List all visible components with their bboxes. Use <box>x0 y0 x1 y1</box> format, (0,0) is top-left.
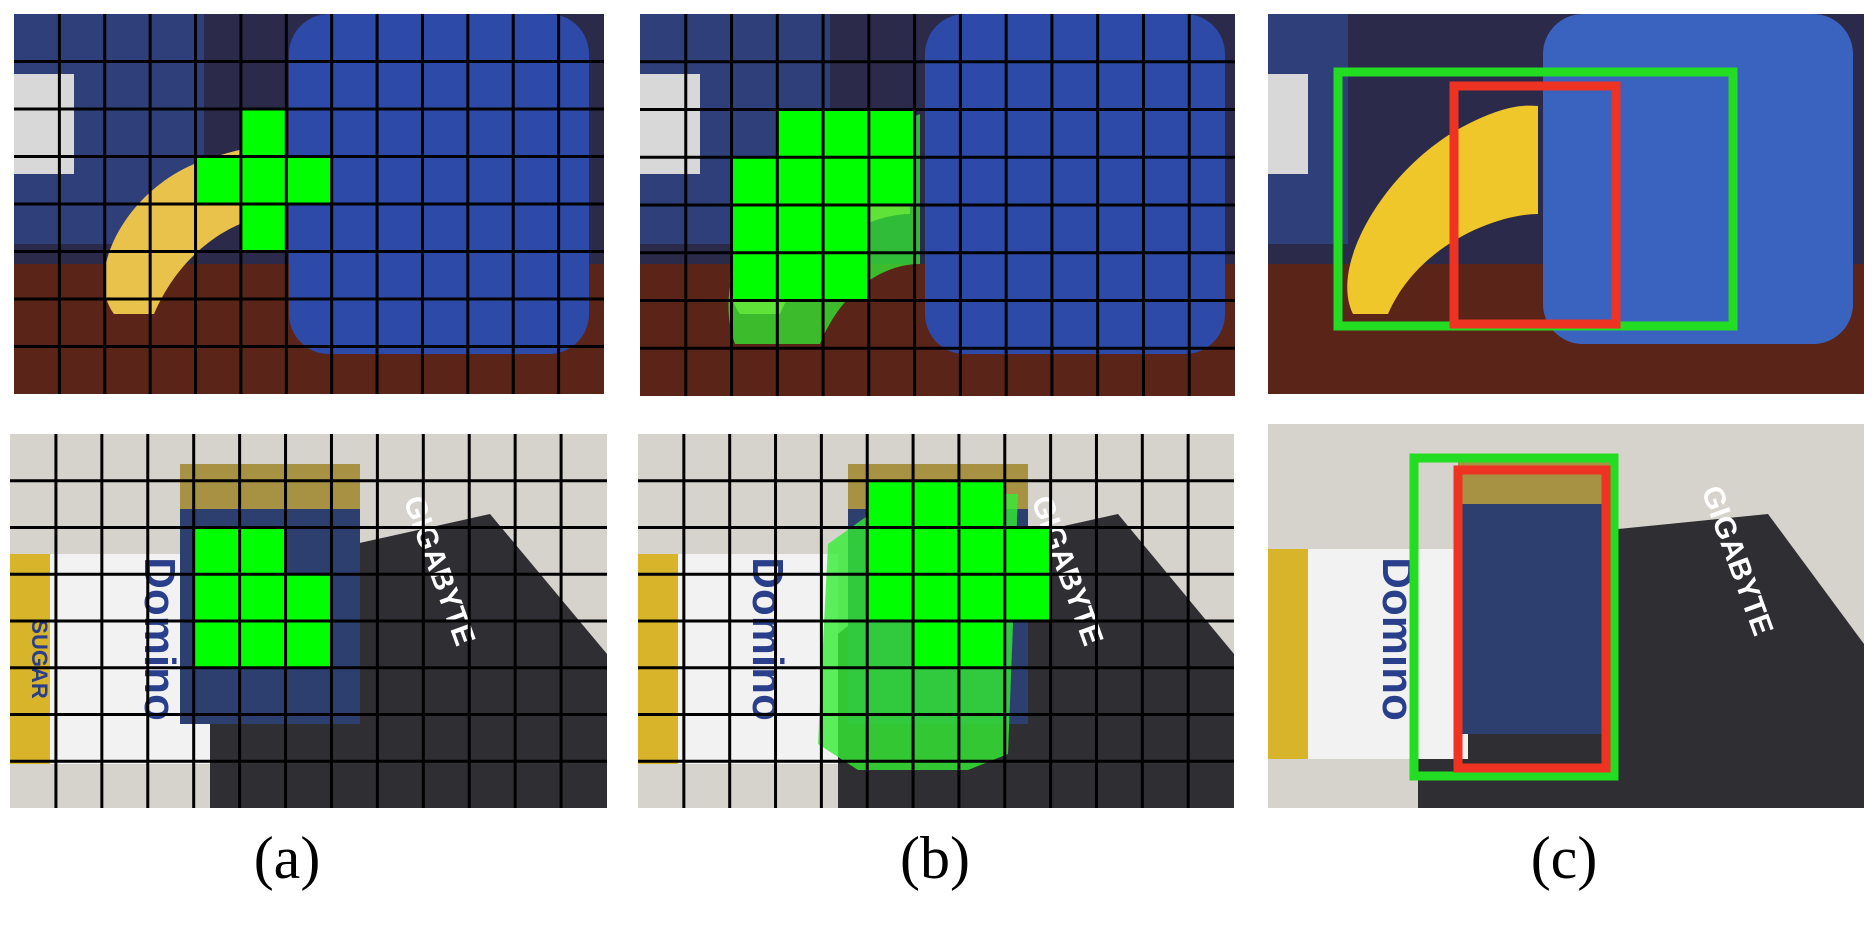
grid-cell-highlight <box>823 157 869 205</box>
grid-overlay <box>640 14 1235 396</box>
grid-cell-highlight <box>867 527 914 575</box>
grid-cell-highlight <box>1004 574 1051 621</box>
scene-can-sugar-projected: Domino GIGABYTE <box>638 434 1234 808</box>
panel-a-bottom: Domino SUGAR GIGABYTE <box>10 434 607 808</box>
grid-cell-highlight <box>958 527 1005 575</box>
panel-b-top <box>640 14 1235 396</box>
grid-cell-highlight <box>195 156 241 204</box>
grid-cell-highlight <box>193 621 240 668</box>
scene-banana-mug-grid <box>14 14 604 394</box>
scene-banana-mug-boxes <box>1268 14 1864 394</box>
grid-cell-highlight <box>777 109 824 158</box>
grid-cell-highlight <box>285 621 332 668</box>
bounding-box-red <box>1453 465 1611 773</box>
caption-a: (a) <box>253 825 321 891</box>
grid-cell-highlight <box>777 157 824 205</box>
grid-cell-highlight <box>240 109 287 157</box>
grid-cell-highlight <box>823 252 869 301</box>
sugar-label: SUGAR <box>27 619 52 699</box>
panel-b-bottom: Domino GIGABYTE <box>638 434 1234 808</box>
grid-cell-highlight <box>777 205 824 253</box>
highlighted-cells <box>195 109 332 252</box>
grid-cell-highlight <box>913 480 959 528</box>
grid-cell-highlight <box>193 574 240 621</box>
grid-cell-highlight <box>193 527 240 575</box>
grid-cell-highlight <box>731 205 778 253</box>
grid-cell-highlight <box>868 109 915 158</box>
grid-cell-highlight <box>823 205 869 253</box>
grid-cell-highlight <box>1004 527 1051 575</box>
grid-cell-highlight <box>868 157 915 205</box>
grid-cell-highlight <box>731 252 778 301</box>
highlighted-cells <box>867 480 1051 668</box>
panel-c-bottom: Domino GIGABYTE <box>1268 424 1864 808</box>
grid-cell-highlight <box>239 621 286 668</box>
panel-a-top <box>14 14 604 394</box>
grid-cell-highlight <box>958 574 1005 621</box>
grid-overlay <box>638 434 1234 808</box>
grid-overlay <box>14 14 604 394</box>
grid-overlay <box>10 434 607 808</box>
grid-cell-highlight <box>239 527 286 575</box>
grid-cell-highlight <box>913 621 959 668</box>
grid-cell-highlight <box>286 156 332 204</box>
grid-cell-highlight <box>913 574 959 621</box>
grid-cell-highlight <box>823 109 869 158</box>
grid-cell-highlight <box>285 574 332 621</box>
domino-label: Domino <box>743 557 792 721</box>
highlighted-cells <box>731 109 915 301</box>
grid-cell-highlight <box>913 527 959 575</box>
grid-cell-highlight <box>777 252 824 301</box>
bounding-box-red <box>1449 81 1621 329</box>
scene-can-sugar-boxes: Domino GIGABYTE <box>1268 424 1864 808</box>
grid-cell-highlight <box>731 157 778 205</box>
caption-c: (c) <box>1530 825 1598 891</box>
grid-cell-highlight <box>867 480 914 528</box>
grid-cell-highlight <box>867 574 914 621</box>
scene-banana-mug-projected <box>640 14 1235 396</box>
highlighted-cells <box>193 527 332 668</box>
grid-cell-highlight <box>958 621 1005 668</box>
scene-can-sugar-grid: Domino SUGAR GIGABYTE <box>10 434 607 808</box>
grid-cell-highlight <box>239 574 286 621</box>
domino-label: Domino <box>135 557 184 721</box>
panel-c-top <box>1268 14 1864 394</box>
grid-cell-highlight <box>958 480 1005 528</box>
grid-cell-highlight <box>240 156 287 204</box>
caption-b: (b) <box>900 825 970 891</box>
bounding-box-green <box>1409 453 1619 781</box>
grid-cell-highlight <box>240 204 287 252</box>
